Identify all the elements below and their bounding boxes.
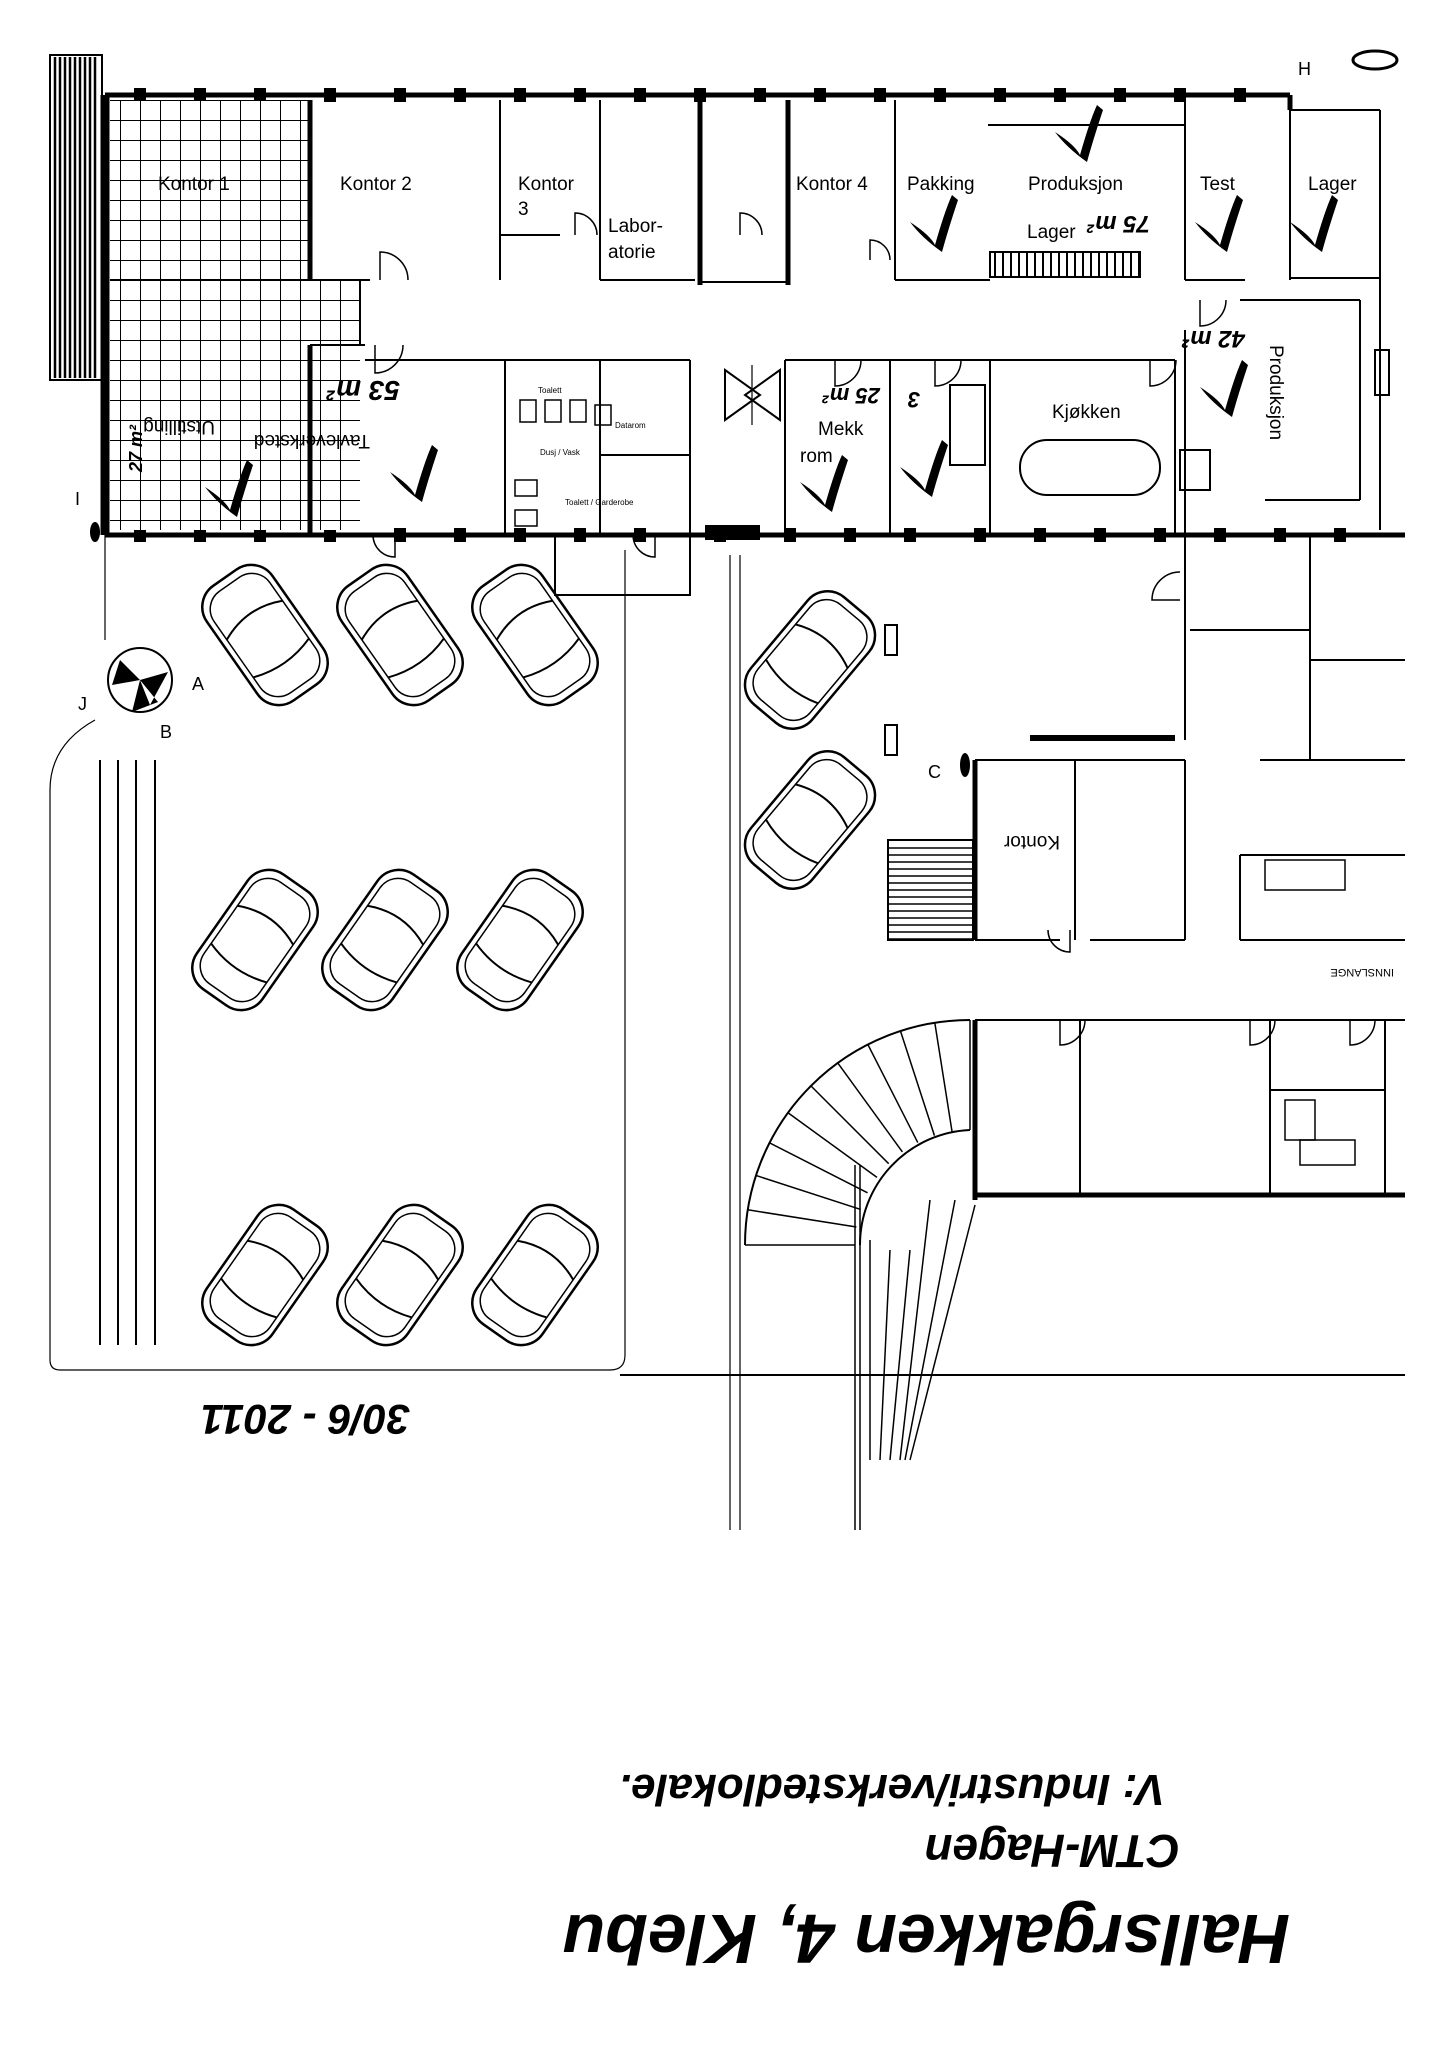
camera-marker-i (90, 522, 100, 542)
marker-h: H (1298, 59, 1311, 79)
note-title-line3: V: Industri/verkstedlokale. (619, 1765, 1165, 1814)
lower-right-building (554, 525, 1405, 1200)
camera-marker-jab (107, 647, 173, 713)
room-pakking: Pakking (907, 174, 975, 195)
window-posts (134, 88, 1346, 542)
note-area-utstilling: 27 m² (126, 424, 146, 473)
note-area-mekk-2: 3 (908, 387, 920, 412)
note-area-mekk: 25 m² (822, 383, 881, 408)
room-toalett-garderobe: Toalett / Garderobe (565, 498, 634, 507)
room-mekk-line1: Mekk (818, 419, 864, 440)
door-swings (372, 212, 1376, 1046)
room-kontor-lower: Kontor (1003, 831, 1060, 852)
room-produksjon-top: Produksjon (1028, 174, 1123, 195)
marker-b: B (160, 722, 172, 742)
room-kontor-3-number: 3 (518, 199, 529, 220)
parked-cars (191, 563, 877, 1347)
outdoor-stairs (744, 839, 976, 1530)
room-labels: Kontor 1 Kontor 2 Kontor 3 Labor- atorie… (143, 174, 1394, 978)
room-dusj-vask: Dusj / Vask (540, 448, 581, 457)
marker-c: C (928, 762, 941, 782)
room-mekk-line2: rom (800, 446, 833, 467)
marker-j: J (78, 694, 87, 714)
room-kjokken: Kjøkken (1052, 402, 1121, 423)
room-datarom: Datarom (615, 421, 646, 430)
stair-symbol (724, 365, 781, 425)
room-innslange: INNSLANGE (1330, 966, 1394, 978)
terrace-deck (49, 54, 103, 381)
room-lager-right: Lager (1308, 174, 1357, 195)
room-laboratorie-line1: Labor- (608, 216, 663, 237)
note-title-line1: Hallsrgakken 4, Klebu (562, 1900, 1290, 1978)
room-lager-mid: Lager (1027, 222, 1076, 243)
note-area-tavleverksted: 53 m² (326, 375, 400, 406)
note-title-line2: CTM-Hagen (924, 1825, 1180, 1877)
marker-a: A (192, 674, 204, 694)
room-test: Test (1200, 174, 1236, 195)
room-kontor-4: Kontor 4 (796, 174, 868, 195)
grid-floor (110, 100, 360, 530)
interior-walls (110, 100, 1390, 535)
reference-markers: H I J A B C (75, 49, 1399, 782)
room-laboratorie-line2: atorie (608, 242, 656, 263)
area-notes: 75 m² 42 m² 53 m² 25 m² 3 27 m² (126, 210, 1246, 473)
room-utstilling: Utstilling (143, 416, 215, 437)
room-produksjon-right: Produksjon (1265, 345, 1286, 440)
room-toalett-small: Toalett (538, 386, 562, 395)
camera-marker-h (1351, 49, 1399, 71)
marker-i: I (75, 489, 80, 509)
room-kontor-3: Kontor (518, 174, 575, 195)
parking-area (49, 535, 1405, 1530)
room-kontor-2: Kontor 2 (340, 174, 412, 195)
camera-marker-c (960, 753, 970, 777)
note-area-produksjon-right: 42 m² (1181, 325, 1246, 352)
note-area-produksjon-top: 75 m² (1086, 210, 1150, 237)
room-kontor-1: Kontor 1 (158, 174, 230, 195)
wc-fixtures (514, 399, 612, 527)
room-tavleverksted: Tavleverksted (254, 430, 370, 451)
check-marks (205, 105, 1338, 517)
handwritten-notes: 30/6 - 2011 Hallsrgakken 4, Klebu CTM-Ha… (201, 1396, 1290, 1978)
note-date: 30/6 - 2011 (201, 1396, 410, 1443)
